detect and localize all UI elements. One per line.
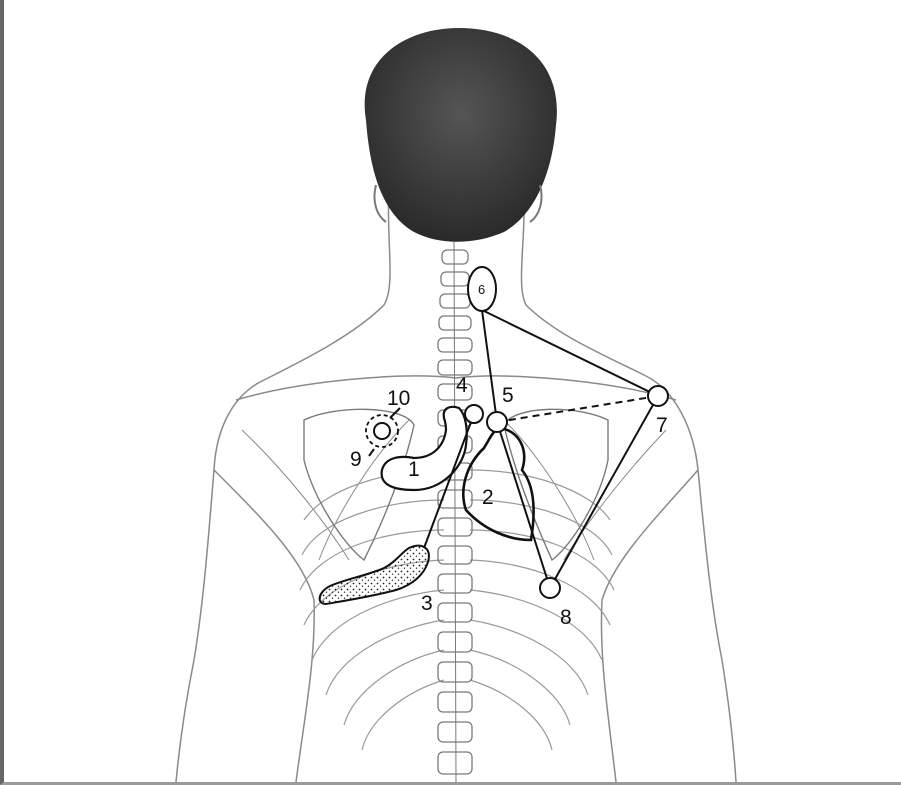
structure-2-outline <box>463 428 533 540</box>
head-hair <box>365 28 557 242</box>
label-8: 8 <box>560 606 572 629</box>
label-5: 5 <box>502 384 514 407</box>
structure-1-outline <box>382 407 467 490</box>
label-9: 9 <box>350 448 362 471</box>
label-10: 10 <box>387 387 410 410</box>
point-5-marker <box>487 412 507 432</box>
point-4-marker <box>465 405 483 423</box>
label-4: 4 <box>456 374 468 397</box>
point-8-marker <box>540 578 560 598</box>
label-3: 3 <box>421 592 433 615</box>
label-2: 2 <box>482 486 494 509</box>
label-7: 7 <box>656 414 668 437</box>
point-9-marker <box>374 423 390 439</box>
label-6: 6 <box>478 282 485 297</box>
label-1: 1 <box>408 458 420 481</box>
back-anatomy-diagram: 1 2 3 4 5 6 7 8 9 10 <box>4 0 901 785</box>
point-7-marker <box>648 386 668 406</box>
